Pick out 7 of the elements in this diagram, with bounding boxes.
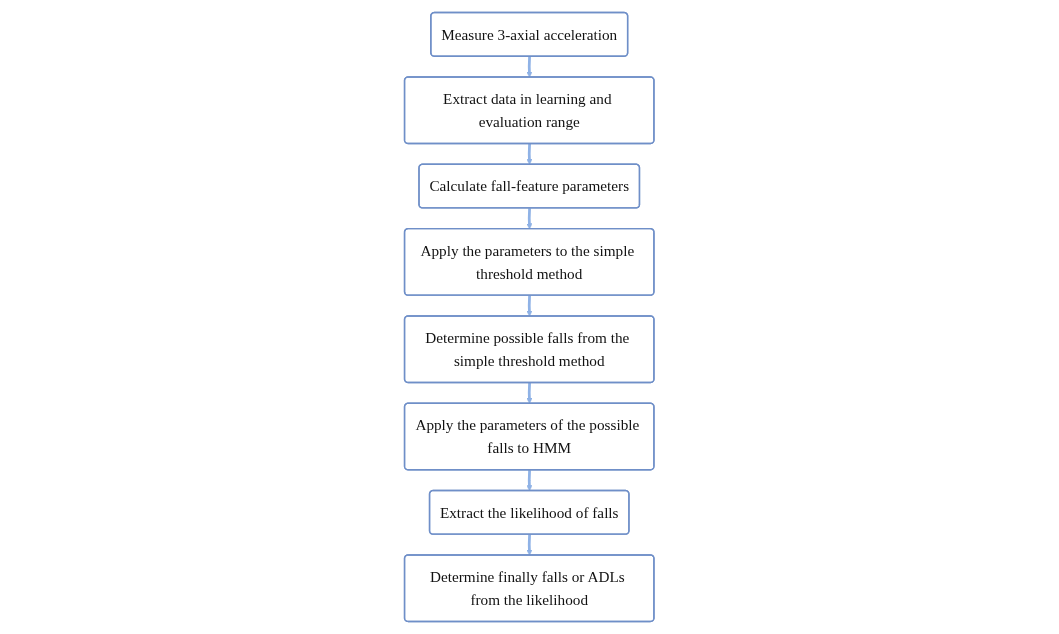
arrow xyxy=(526,470,533,492)
arrow xyxy=(526,208,533,230)
arrow xyxy=(526,143,533,165)
arrow xyxy=(526,534,533,556)
arrow xyxy=(526,56,533,78)
arrow xyxy=(526,382,533,404)
arrow xyxy=(526,295,533,317)
